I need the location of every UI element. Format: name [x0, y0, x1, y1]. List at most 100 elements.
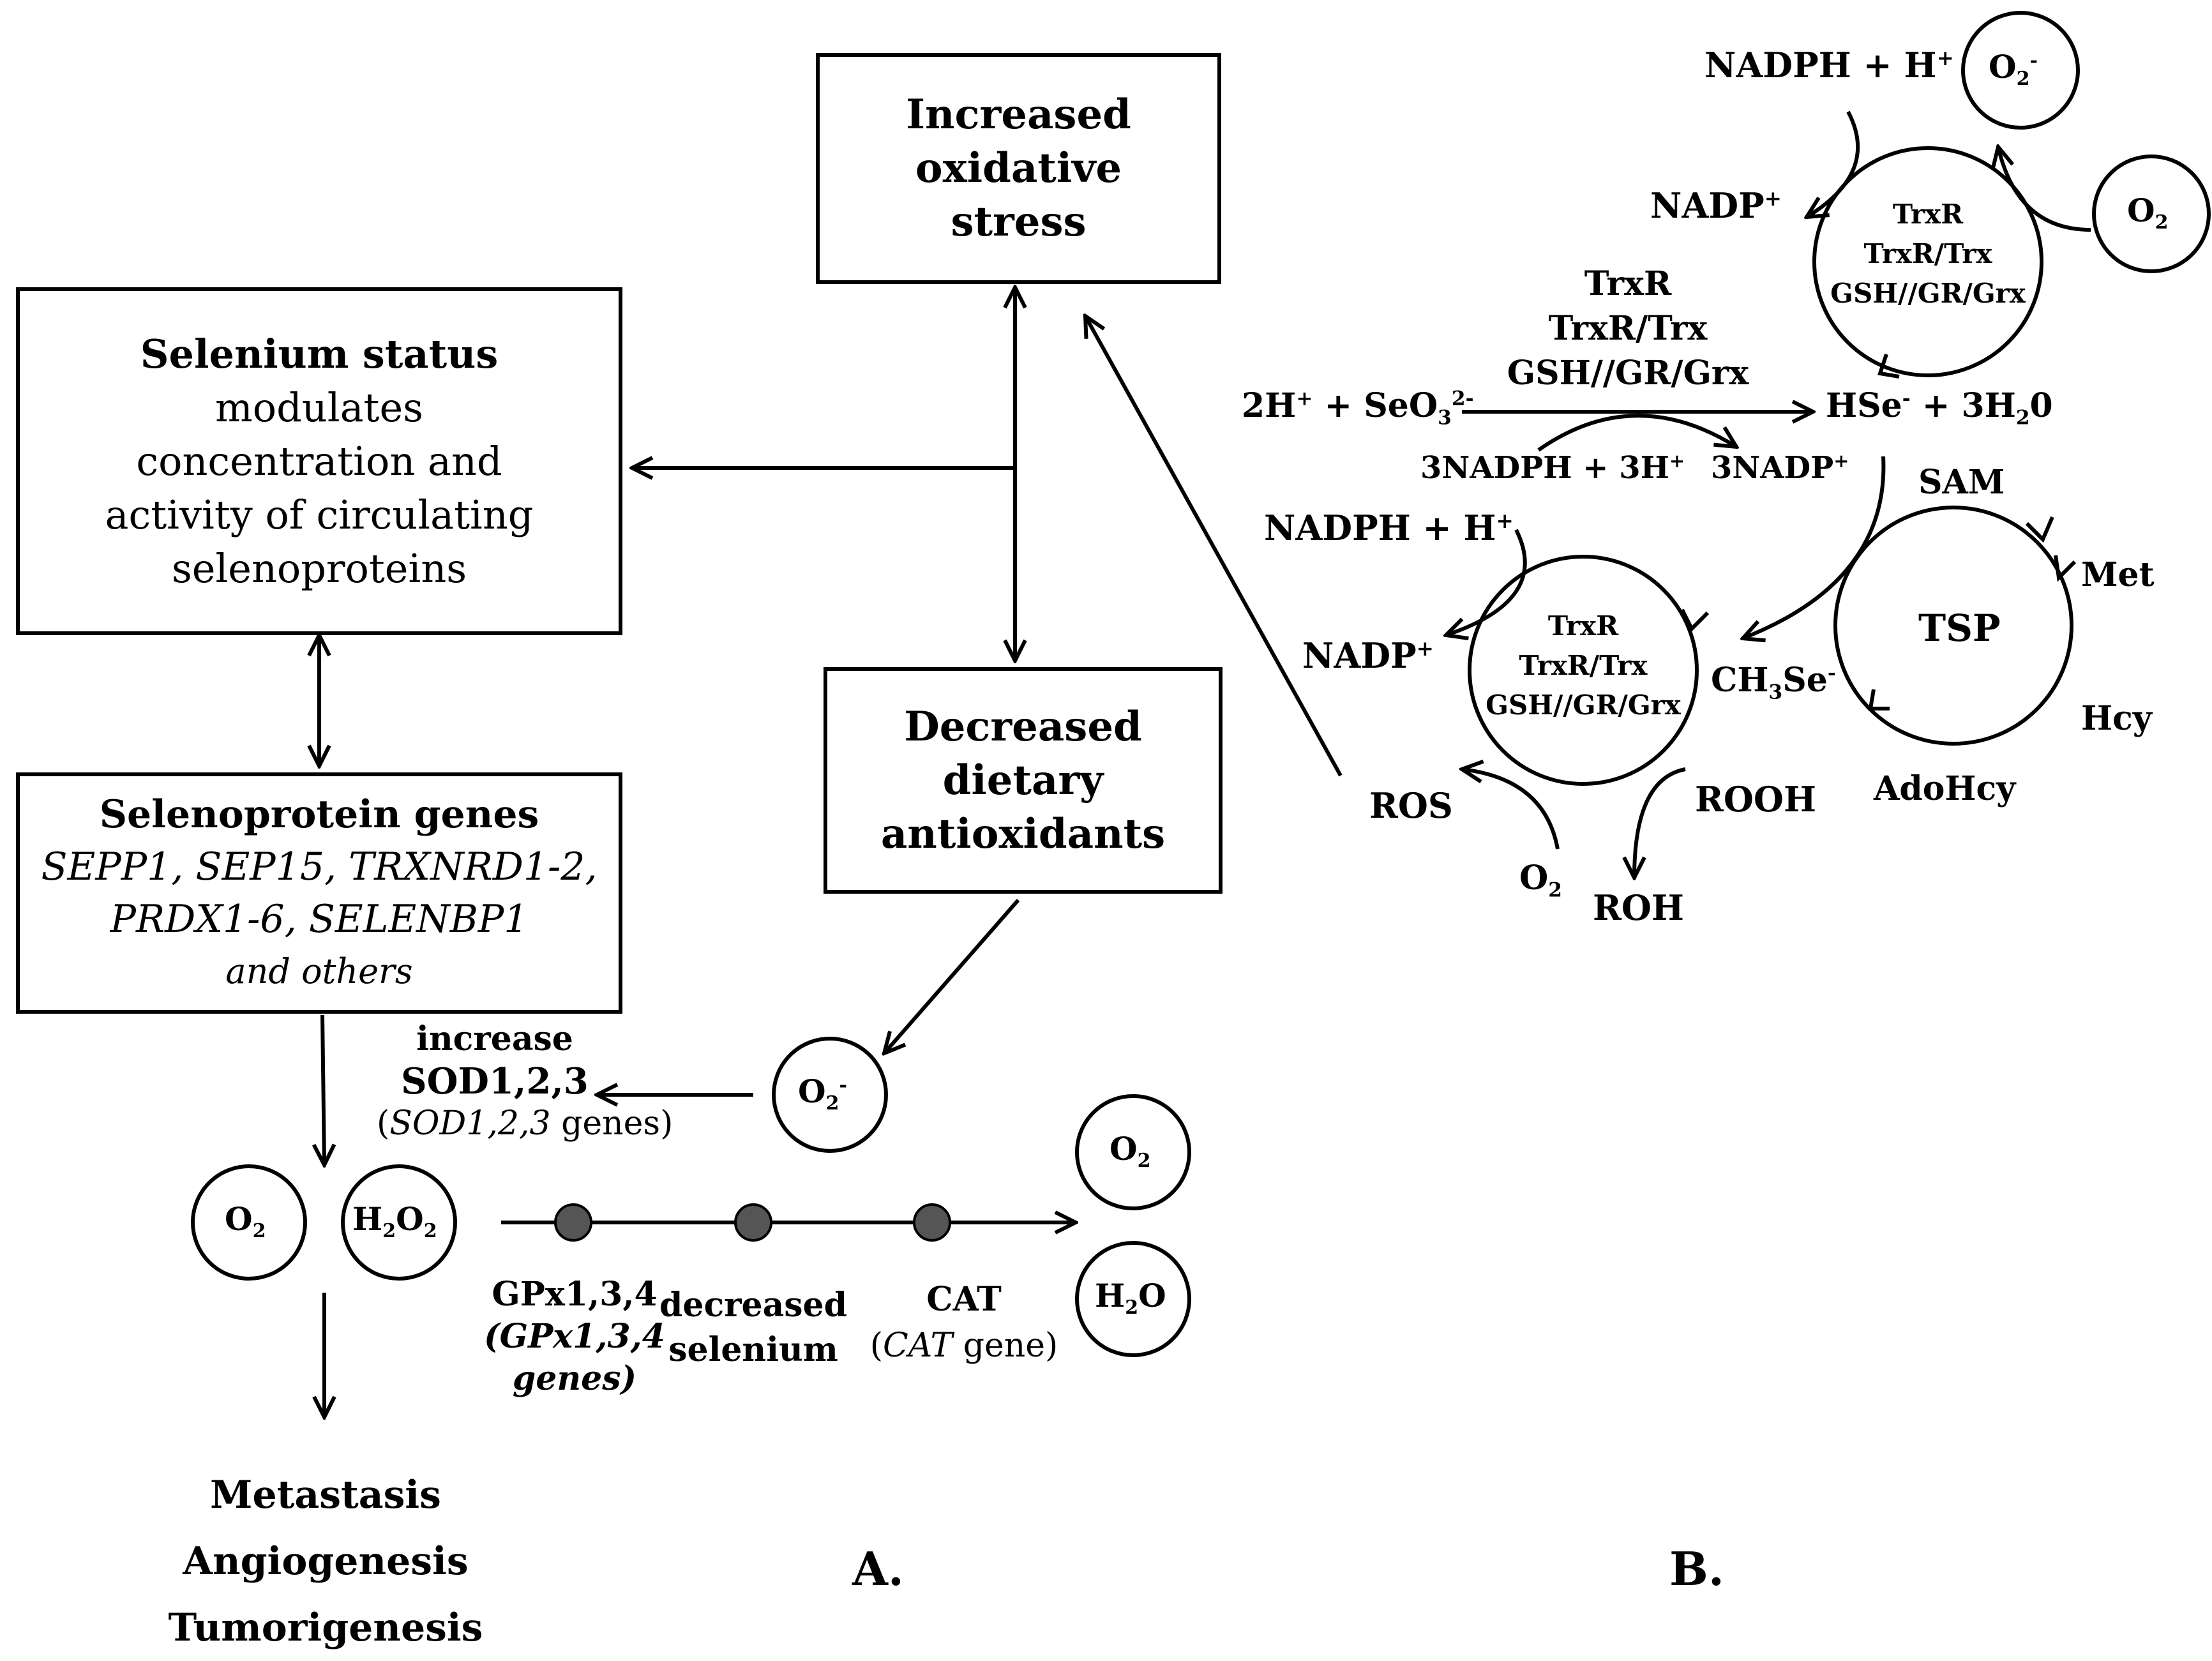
cat-gene: (CAT gene)	[869, 1327, 1058, 1365]
o2-label-b: O2	[2127, 192, 2169, 234]
nadph3-label: 3NADPH + 3H+	[1420, 450, 1685, 486]
gpx-label: GPx1,3,4 (GPx1,3,4 genes)	[472, 1274, 677, 1400]
cat-name: CAT	[926, 1280, 1002, 1319]
sod-genes: (SOD1,2,3 genes)	[377, 1104, 673, 1143]
o2-product-label: O2	[1110, 1130, 1151, 1172]
outcomes-list: Metastasis Angiogenesis Tumorigenesis	[134, 1462, 517, 1661]
dietary-line-1: Decreased	[904, 702, 1142, 751]
arrow-nadph3	[1537, 414, 1736, 452]
cycle-tsp-head-3	[1868, 689, 1890, 710]
box-decreased-dietary-antioxidants: Decreased dietary antioxidants	[824, 667, 1223, 894]
pathway-nodes	[554, 1203, 951, 1242]
o2-minus-label-b: O2-	[1989, 48, 2038, 90]
cycle-middle	[1468, 555, 1699, 786]
panel-b-label: B.	[1669, 1542, 1724, 1596]
o2-minus-circle-b	[1961, 11, 2080, 130]
o2-minus-circle-a	[772, 1037, 888, 1153]
cycle-middle-head	[1680, 608, 1710, 633]
o2-product-circle	[1075, 1094, 1191, 1210]
selenium-status-title: Selenium status	[140, 330, 499, 377]
h2o-product-circle	[1075, 1241, 1191, 1357]
cycle-middle-enzymes: TrxR TrxR/Trx GSH//GR/Grx	[1486, 610, 1681, 721]
box-increased-oxidative-stress: Increased oxidative stress	[816, 53, 1221, 284]
gpx-name: GPx1,3,4	[492, 1275, 658, 1314]
sod-name: SOD1,2,3	[401, 1060, 589, 1102]
cycle-top	[1812, 146, 2043, 377]
cat-label: CAT (CAT gene)	[855, 1277, 1072, 1369]
oxidative-line-3: stress	[951, 198, 1087, 246]
panel-a-circles	[191, 1037, 1191, 1357]
dietary-line-2: dietary	[942, 756, 1104, 804]
selenium-line-4: selenoproteins	[171, 545, 467, 592]
cycle-tsp-head-1	[2025, 516, 2054, 543]
arrow-ros-to-oxidative	[1085, 316, 1343, 777]
sod-increase: increase	[416, 1019, 573, 1058]
met-label: Met	[2081, 555, 2155, 594]
tsp-label: TSP	[1918, 606, 2001, 650]
genes-line-2: PRDX1-6, SELENBP1	[110, 897, 529, 942]
nadph-top-label: NADPH + H+	[1704, 45, 1954, 86]
gpx-genes-1: (GPx1,3,4	[484, 1317, 665, 1356]
dietary-line-3: antioxidants	[880, 809, 1166, 858]
panel-b-cycles	[1468, 146, 2077, 786]
o2-circle-b	[2092, 154, 2211, 273]
panel-b-circles	[1961, 11, 2211, 273]
arrow-o2-to-o2minus	[1998, 147, 2091, 232]
nadp3-label: 3NADP+	[1711, 450, 1849, 486]
sod-label: increase SOD1,2,3 (SOD1,2,3 genes)	[377, 1018, 673, 1145]
node-gpx	[554, 1203, 592, 1242]
o2-circle-a	[191, 1164, 307, 1281]
adohcy-label: AdoHcy	[1874, 769, 2016, 808]
genes-line-1: SEPP1, SEP15, TRXNRD1-2,	[41, 845, 598, 889]
outcome-angiogenesis: Angiogenesis	[183, 1539, 469, 1584]
outcome-metastasis: Metastasis	[210, 1473, 441, 1517]
roh-label: ROH	[1593, 887, 1684, 928]
reaction-reactants: 2H+ + SeO32-	[1242, 386, 1474, 430]
o2-reactant-label: O2	[1519, 859, 1562, 902]
gpx-genes-2: genes)	[512, 1359, 637, 1398]
arrow-dietary-o2minus	[884, 899, 1020, 1053]
o2-label-a: O2	[225, 1200, 266, 1242]
outcome-tumorigenesis: Tumorigenesis	[168, 1605, 483, 1650]
cycle-top-enzymes: TrxR TrxR/Trx GSH//GR/Grx	[1830, 199, 2026, 309]
panel-b-arrows	[1446, 110, 2091, 878]
reaction-products: HSe- + 3H20	[1826, 386, 2053, 430]
selenium-line-3: activity of circulating	[105, 491, 534, 538]
h2o2-label: H2O2	[352, 1200, 437, 1242]
h2o-product-label: H2O	[1095, 1277, 1166, 1319]
ch3se-label: CH3Se-	[1711, 661, 1836, 704]
h2o2-circle	[341, 1164, 457, 1281]
ros-label: ROS	[1369, 785, 1453, 826]
selenium-line-1: modulates	[215, 384, 423, 431]
cycle-tsp-head-2	[2054, 555, 2077, 582]
genes-title: Selenoprotein genes	[99, 792, 539, 837]
reaction-enzymes: TrxR TrxR/Trx GSH//GR/Grx	[1507, 264, 1749, 393]
decreased-selenium-label: decreased selenium	[659, 1286, 847, 1369]
nadp-top-label: NADP+	[1650, 185, 1782, 226]
box-selenium-status: Selenium status modulates concentration …	[16, 287, 622, 635]
box-selenoprotein-genes: Selenoprotein genes SEPP1, SEP15, TRXNRD…	[16, 772, 622, 1014]
arrow-rooh-to-roh	[1634, 767, 1686, 878]
cycle-top-head	[1877, 354, 1900, 379]
oxidative-line-1: Increased	[906, 91, 1131, 139]
node-cat	[913, 1203, 951, 1242]
node-selenium	[734, 1203, 772, 1242]
panel-a-arrows	[319, 287, 1343, 1417]
oxidative-line-2: oxidative	[915, 144, 1122, 192]
cycle-tsp	[1833, 506, 2073, 746]
genes-line-3: and others	[225, 951, 413, 991]
selenium-line-2: concentration and	[136, 437, 502, 485]
arrow-o2-to-ros	[1462, 769, 1560, 850]
o2-minus-label-a: O2-	[798, 1072, 847, 1115]
rooh-label: ROOH	[1695, 779, 1816, 820]
hcy-label: Hcy	[2081, 699, 2153, 738]
sam-label: SAM	[1918, 463, 2005, 502]
nadp-mid-label: NADP+	[1302, 635, 1434, 676]
arrow-hse-to-ch3se	[1743, 456, 1886, 638]
panel-a-label: A.	[852, 1542, 904, 1596]
arrow-nadph-mid	[1446, 529, 1527, 635]
arrow-nadph-top	[1807, 110, 1860, 217]
nadph-mid-label: NADPH + H+	[1264, 507, 1514, 548]
